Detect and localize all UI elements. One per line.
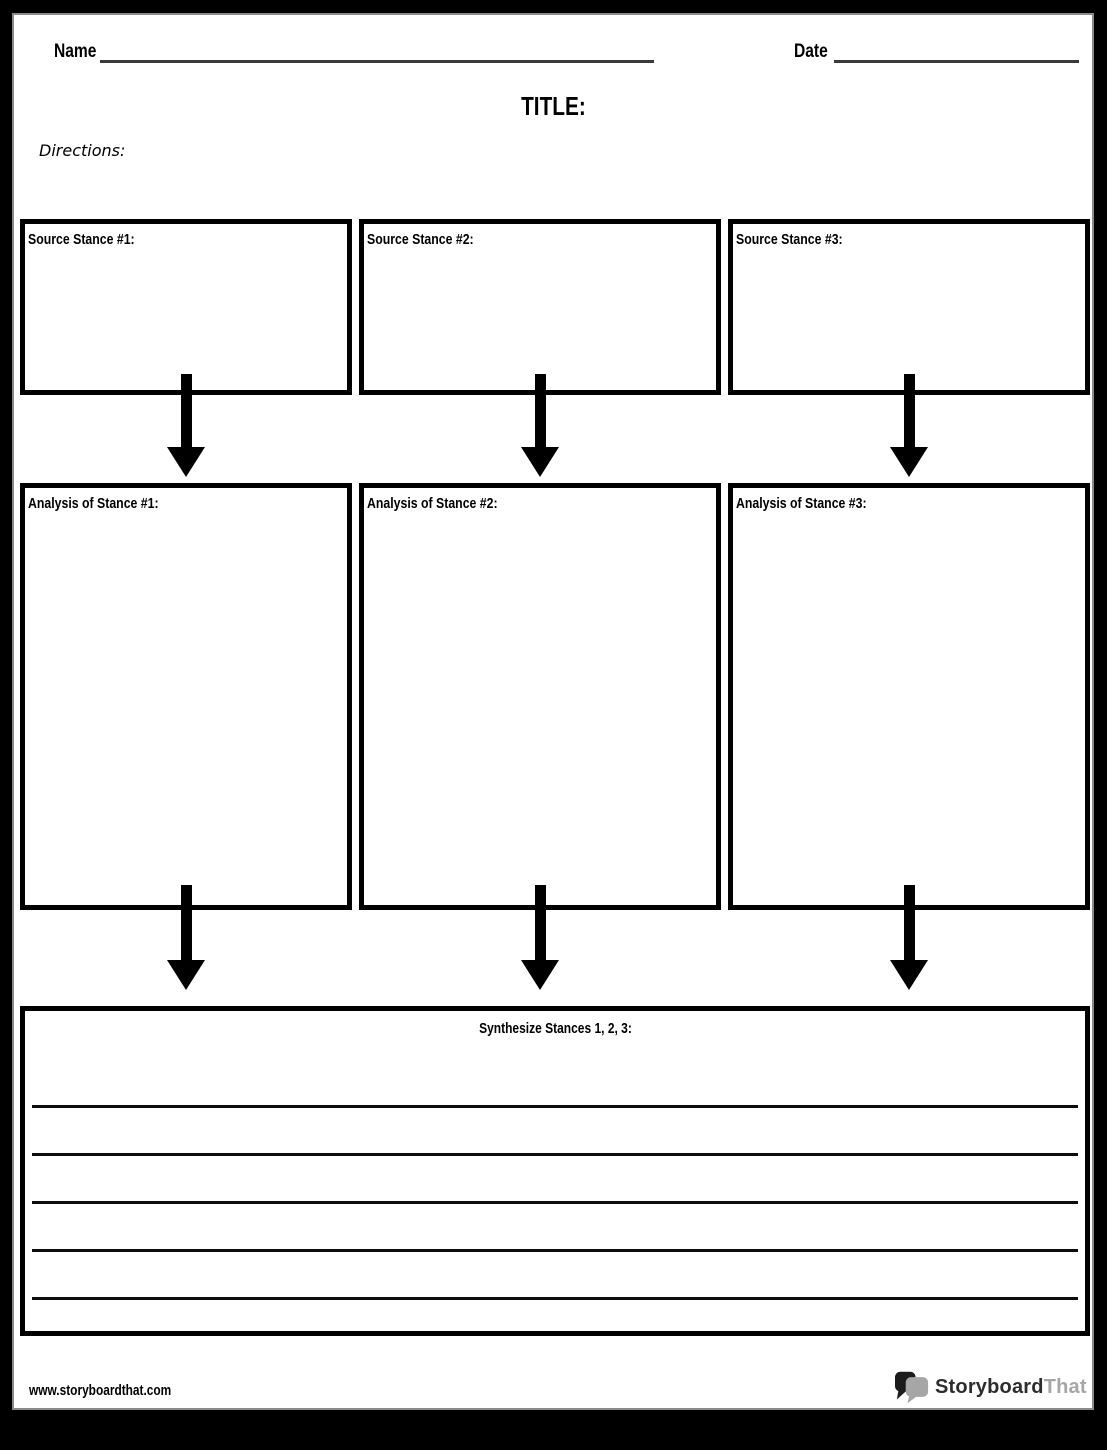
analysis-stance-3-label: Analysis of Stance #3: (736, 495, 867, 512)
analysis-stance-2-box[interactable]: Analysis of Stance #2: (359, 483, 721, 910)
down-arrow-icon (167, 374, 205, 477)
date-write-line[interactable] (834, 60, 1079, 63)
directions-label: Directions: (39, 141, 126, 160)
synthesize-box[interactable]: Synthesize Stances 1, 2, 3: (20, 1006, 1090, 1336)
brand-name: StoryboardThat (935, 1376, 1087, 1399)
website-url: www.storyboardthat.com (29, 1383, 172, 1399)
source-stance-3-box[interactable]: Source Stance #3: (728, 219, 1090, 395)
analysis-stance-1-label: Analysis of Stance #1: (28, 495, 159, 512)
analysis-stance-2-label: Analysis of Stance #2: (367, 495, 498, 512)
storyboardthat-logo: StoryboardThat (894, 1367, 1087, 1407)
writing-line[interactable] (32, 1105, 1078, 1108)
writing-line[interactable] (32, 1153, 1078, 1156)
writing-line[interactable] (32, 1201, 1078, 1204)
source-stance-2-box[interactable]: Source Stance #2: (359, 219, 721, 395)
source-stance-1-box[interactable]: Source Stance #1: (20, 219, 352, 395)
page-title: TITLE: (14, 91, 1092, 122)
analysis-stance-1-box[interactable]: Analysis of Stance #1: (20, 483, 352, 910)
analysis-stance-3-box[interactable]: Analysis of Stance #3: (728, 483, 1090, 910)
speech-bubbles-icon (895, 1371, 929, 1404)
down-arrow-icon (521, 885, 559, 990)
source-stance-2-label: Source Stance #2: (367, 231, 474, 248)
synthesize-label: Synthesize Stances 1, 2, 3: (478, 1020, 632, 1037)
name-write-line[interactable] (100, 60, 654, 63)
title-label: TITLE: (520, 91, 586, 121)
synthesize-label-row: Synthesize Stances 1, 2, 3: (25, 1020, 1085, 1038)
writing-line[interactable] (32, 1297, 1078, 1300)
down-arrow-icon (890, 885, 928, 990)
brand-name-secondary: That (1043, 1375, 1087, 1398)
writing-line[interactable] (32, 1249, 1078, 1252)
down-arrow-icon (890, 374, 928, 477)
name-label: Name (54, 41, 97, 62)
worksheet-page: Name Date TITLE: Directions: Source Stan… (12, 13, 1094, 1410)
source-stance-1-label: Source Stance #1: (28, 231, 135, 248)
brand-name-primary: Storyboard (935, 1375, 1044, 1398)
source-stance-3-label: Source Stance #3: (736, 231, 843, 248)
down-arrow-icon (521, 374, 559, 477)
down-arrow-icon (167, 885, 205, 990)
date-label: Date (794, 41, 828, 62)
